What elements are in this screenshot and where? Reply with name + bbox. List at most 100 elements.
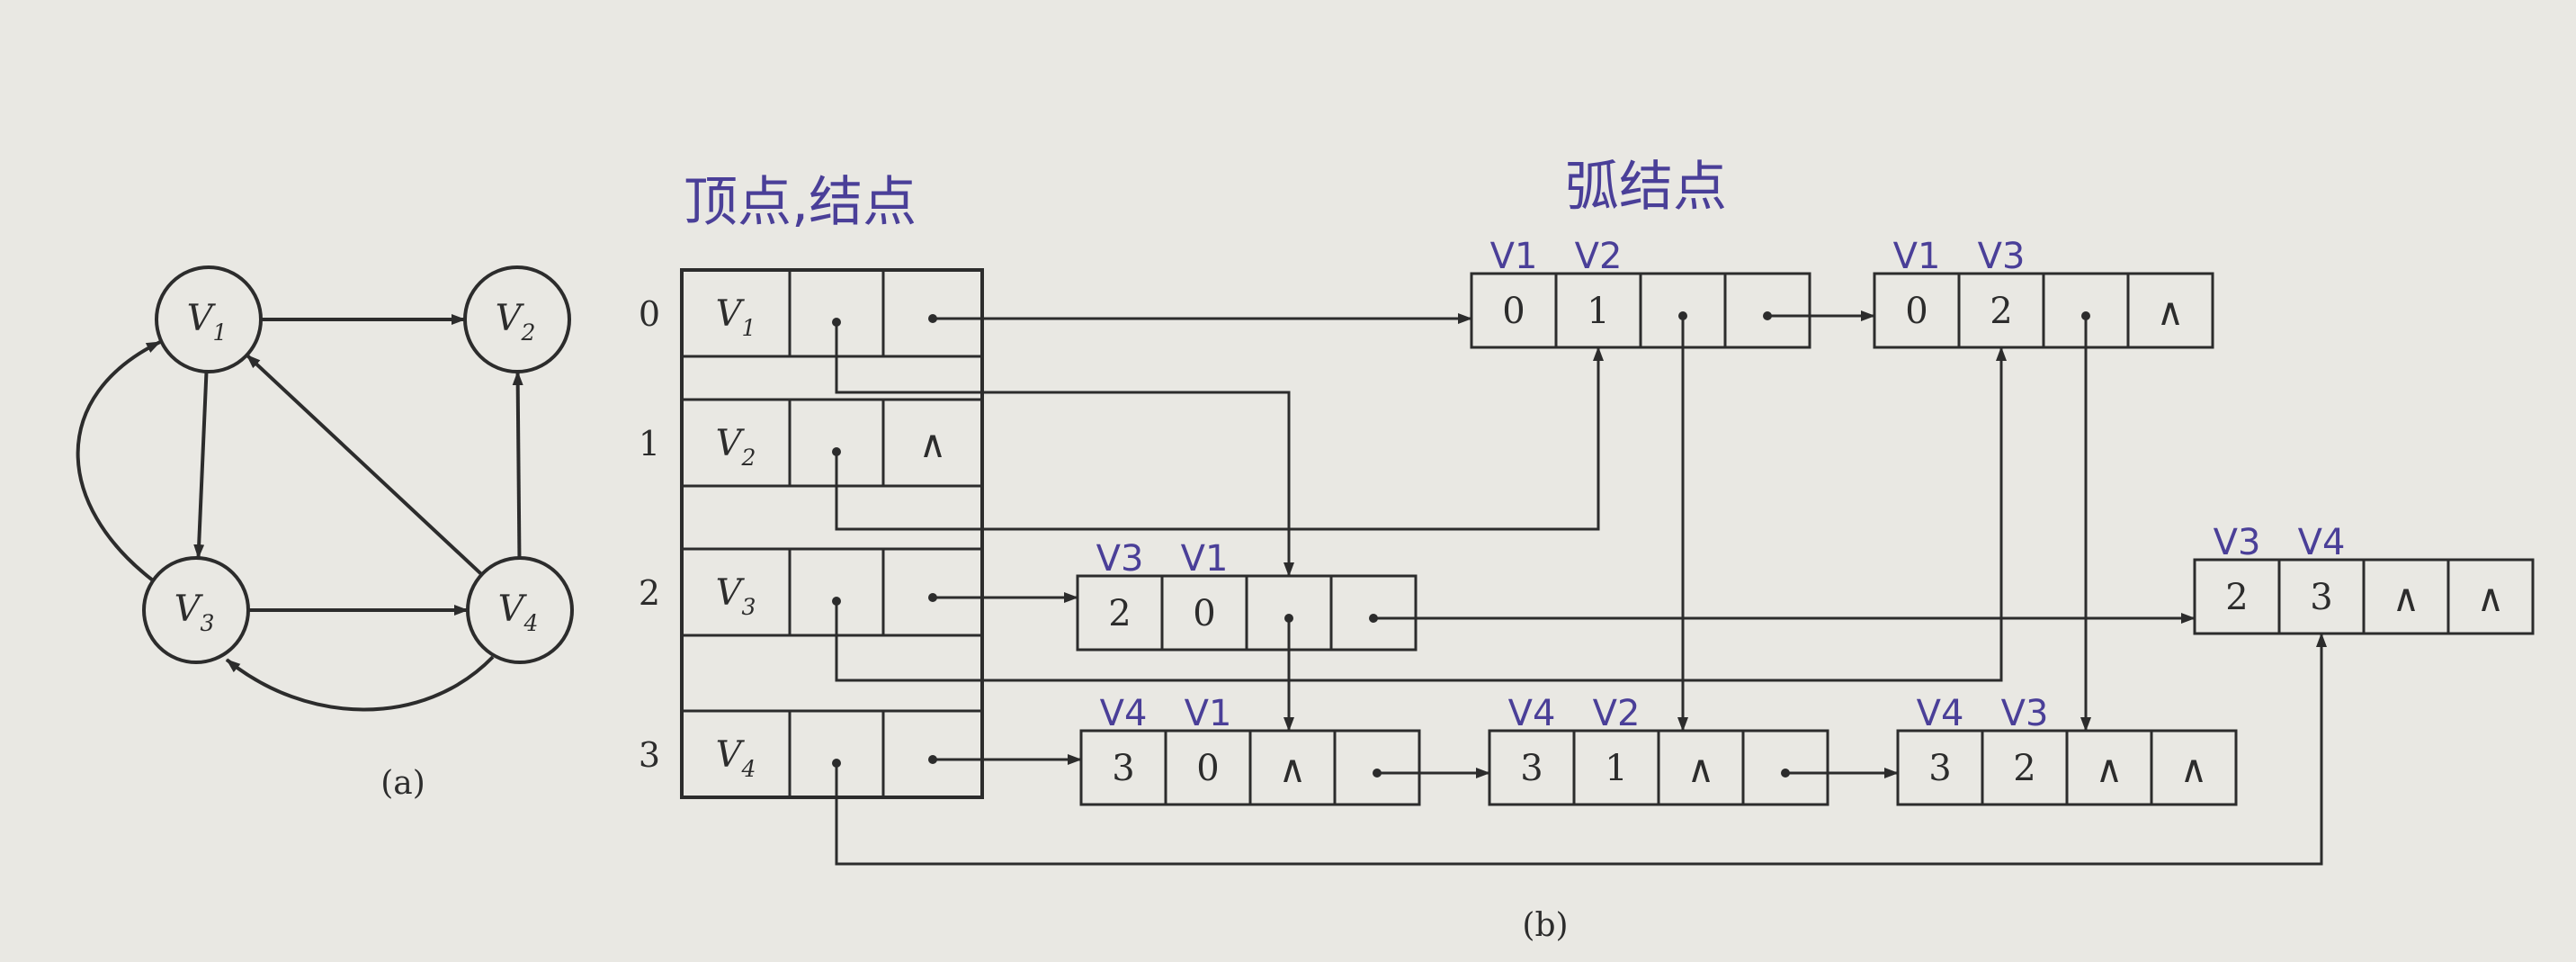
- firstin-link-v3: [835, 346, 2007, 682]
- arc-headvex: 0: [1193, 593, 1215, 634]
- graph-vertex-v3: V3: [142, 556, 250, 664]
- vertex-node: [680, 547, 984, 637]
- graph-vertex-label-subscript: 4: [523, 610, 538, 636]
- graph-caption: (a): [380, 765, 425, 802]
- graph-vertex-label: V3: [174, 589, 215, 636]
- arc-headvex: 3: [2310, 577, 2332, 618]
- graph-vertex-label: V4: [498, 589, 539, 636]
- arc-tailvex: 0: [1502, 291, 1525, 332]
- vertex-data-letter: V: [716, 293, 746, 335]
- list-caption: (b): [1522, 907, 1568, 944]
- arc-tailvex: 3: [1520, 748, 1543, 789]
- tail-handwritten-note: V4: [1508, 693, 1556, 734]
- graph-vertex-label-letter: V: [174, 589, 204, 630]
- graph-vertex-v2: V2: [463, 265, 571, 373]
- vertex-data: V4: [716, 734, 756, 782]
- graph-vertex-label-letter: V: [187, 298, 217, 339]
- tail-handwritten-note: V4: [1100, 693, 1148, 734]
- head-handwritten-note: V1: [1181, 538, 1229, 580]
- arc-tailvex: 2: [2225, 577, 2248, 618]
- firstin-link-v1: [835, 322, 1294, 577]
- graph-vertex-v4: V4: [466, 556, 574, 664]
- null-pointer: ∧: [2157, 290, 2185, 334]
- graph-vertex-v1: V1: [155, 265, 263, 373]
- null-pointer: ∧: [2477, 576, 2505, 620]
- tail-handwritten-note: V1: [1893, 236, 1941, 277]
- tail-handwritten-note: V3: [2214, 522, 2261, 563]
- vertex-node: [680, 398, 984, 488]
- graph-edge-v3-v1: [76, 340, 161, 582]
- null-pointer: ∧: [2180, 747, 2208, 791]
- arc-headvex: 2: [2013, 748, 2035, 789]
- head-handwritten-note: V3: [1978, 236, 2026, 277]
- vertex-index: 1: [639, 424, 660, 463]
- graph-vertex-label-letter: V: [498, 589, 528, 630]
- vertex-data: V3: [716, 572, 756, 620]
- arc-node-2-0: 2 0 V3 V1: [1076, 538, 1418, 652]
- graph-edge-v4-v1: [246, 354, 483, 576]
- vertex-data-subscript: 2: [740, 445, 756, 471]
- arc-node-0-1: 0 1 V1 V2: [1470, 236, 1811, 349]
- vertex-row-1: 1 V2: [639, 398, 984, 488]
- head-handwritten-note: V1: [1185, 693, 1232, 734]
- vertex-data-letter: V: [716, 734, 746, 776]
- graph-vertex-circle: [142, 556, 250, 664]
- head-handwritten-note: V2: [1575, 236, 1623, 277]
- graph-vertex-label-letter: V: [496, 298, 525, 339]
- vertex-index: 0: [639, 294, 660, 334]
- graph-vertex-circle: [466, 556, 574, 664]
- arc-tailvex: 3: [1112, 748, 1134, 789]
- arc-node-2-3: 2 3 ∧ ∧ V3 V4: [2193, 522, 2535, 635]
- arc-tailvex: 0: [1905, 291, 1928, 332]
- arc-tailvex: 2: [1108, 593, 1131, 634]
- vertex-data-letter: V: [716, 423, 746, 464]
- vertex-nodes-annotation: 顶点,结点: [684, 171, 917, 234]
- vertex-index: 2: [639, 573, 660, 613]
- arc-headvex: 1: [1605, 748, 1627, 789]
- vertex-data: V2: [716, 423, 756, 471]
- graph-vertex-label-subscript: 1: [212, 319, 227, 346]
- vertex-data-subscript: 3: [741, 594, 756, 620]
- arc-headvex: 2: [1990, 291, 2012, 332]
- vertex-row-0: 0 V1: [639, 268, 984, 358]
- arc-headvex: 1: [1587, 291, 1609, 332]
- graph-edge-v1-v3: [193, 371, 209, 560]
- graph-vertex-label-subscript: 2: [520, 319, 535, 346]
- head-handwritten-note: V4: [2298, 522, 2346, 563]
- graph-edge-v4-v2: [512, 370, 523, 559]
- firstin-link-v2: [835, 346, 1604, 531]
- graph-vertex-circle: [463, 265, 571, 373]
- vertex-index: 3: [639, 735, 660, 775]
- graph-vertex-label: V2: [496, 298, 536, 346]
- vertex-row-2: 2 V3: [639, 547, 984, 637]
- vertex-data-subscript: 4: [740, 756, 756, 782]
- graph-edge-v4-v3: [225, 655, 495, 712]
- null-pointer: ∧: [1687, 747, 1715, 791]
- null-pointer: ∧: [2096, 747, 2124, 791]
- firstin-link-v4: [835, 633, 2327, 866]
- vertex-node: [680, 268, 984, 358]
- head-handwritten-note: V3: [2001, 693, 2049, 734]
- tail-handwritten-note: V3: [1096, 538, 1144, 580]
- graph-vertex-label-subscript: 3: [200, 610, 214, 636]
- vertex-data-letter: V: [716, 572, 746, 614]
- null-pointer: ∧: [1279, 747, 1307, 791]
- tail-handwritten-note: V4: [1917, 693, 1964, 734]
- vertex-data-subscript: 1: [741, 315, 756, 341]
- arc-tailvex: 3: [1928, 748, 1951, 789]
- graph-edges: [76, 314, 523, 712]
- head-handwritten-note: V2: [1593, 693, 1641, 734]
- vertex-node: [680, 709, 984, 799]
- vertex-data: V1: [716, 293, 756, 341]
- pointer-links: [832, 310, 2327, 866]
- null-pointer: ∧: [2393, 576, 2420, 620]
- graph-vertex-label: V1: [187, 298, 228, 346]
- null-pointer: ∧: [919, 422, 947, 466]
- arc-headvex: 0: [1196, 748, 1219, 789]
- tail-handwritten-note: V1: [1490, 236, 1538, 277]
- arc-node-3-0: 3 0 ∧ V4 V1: [1079, 693, 1421, 806]
